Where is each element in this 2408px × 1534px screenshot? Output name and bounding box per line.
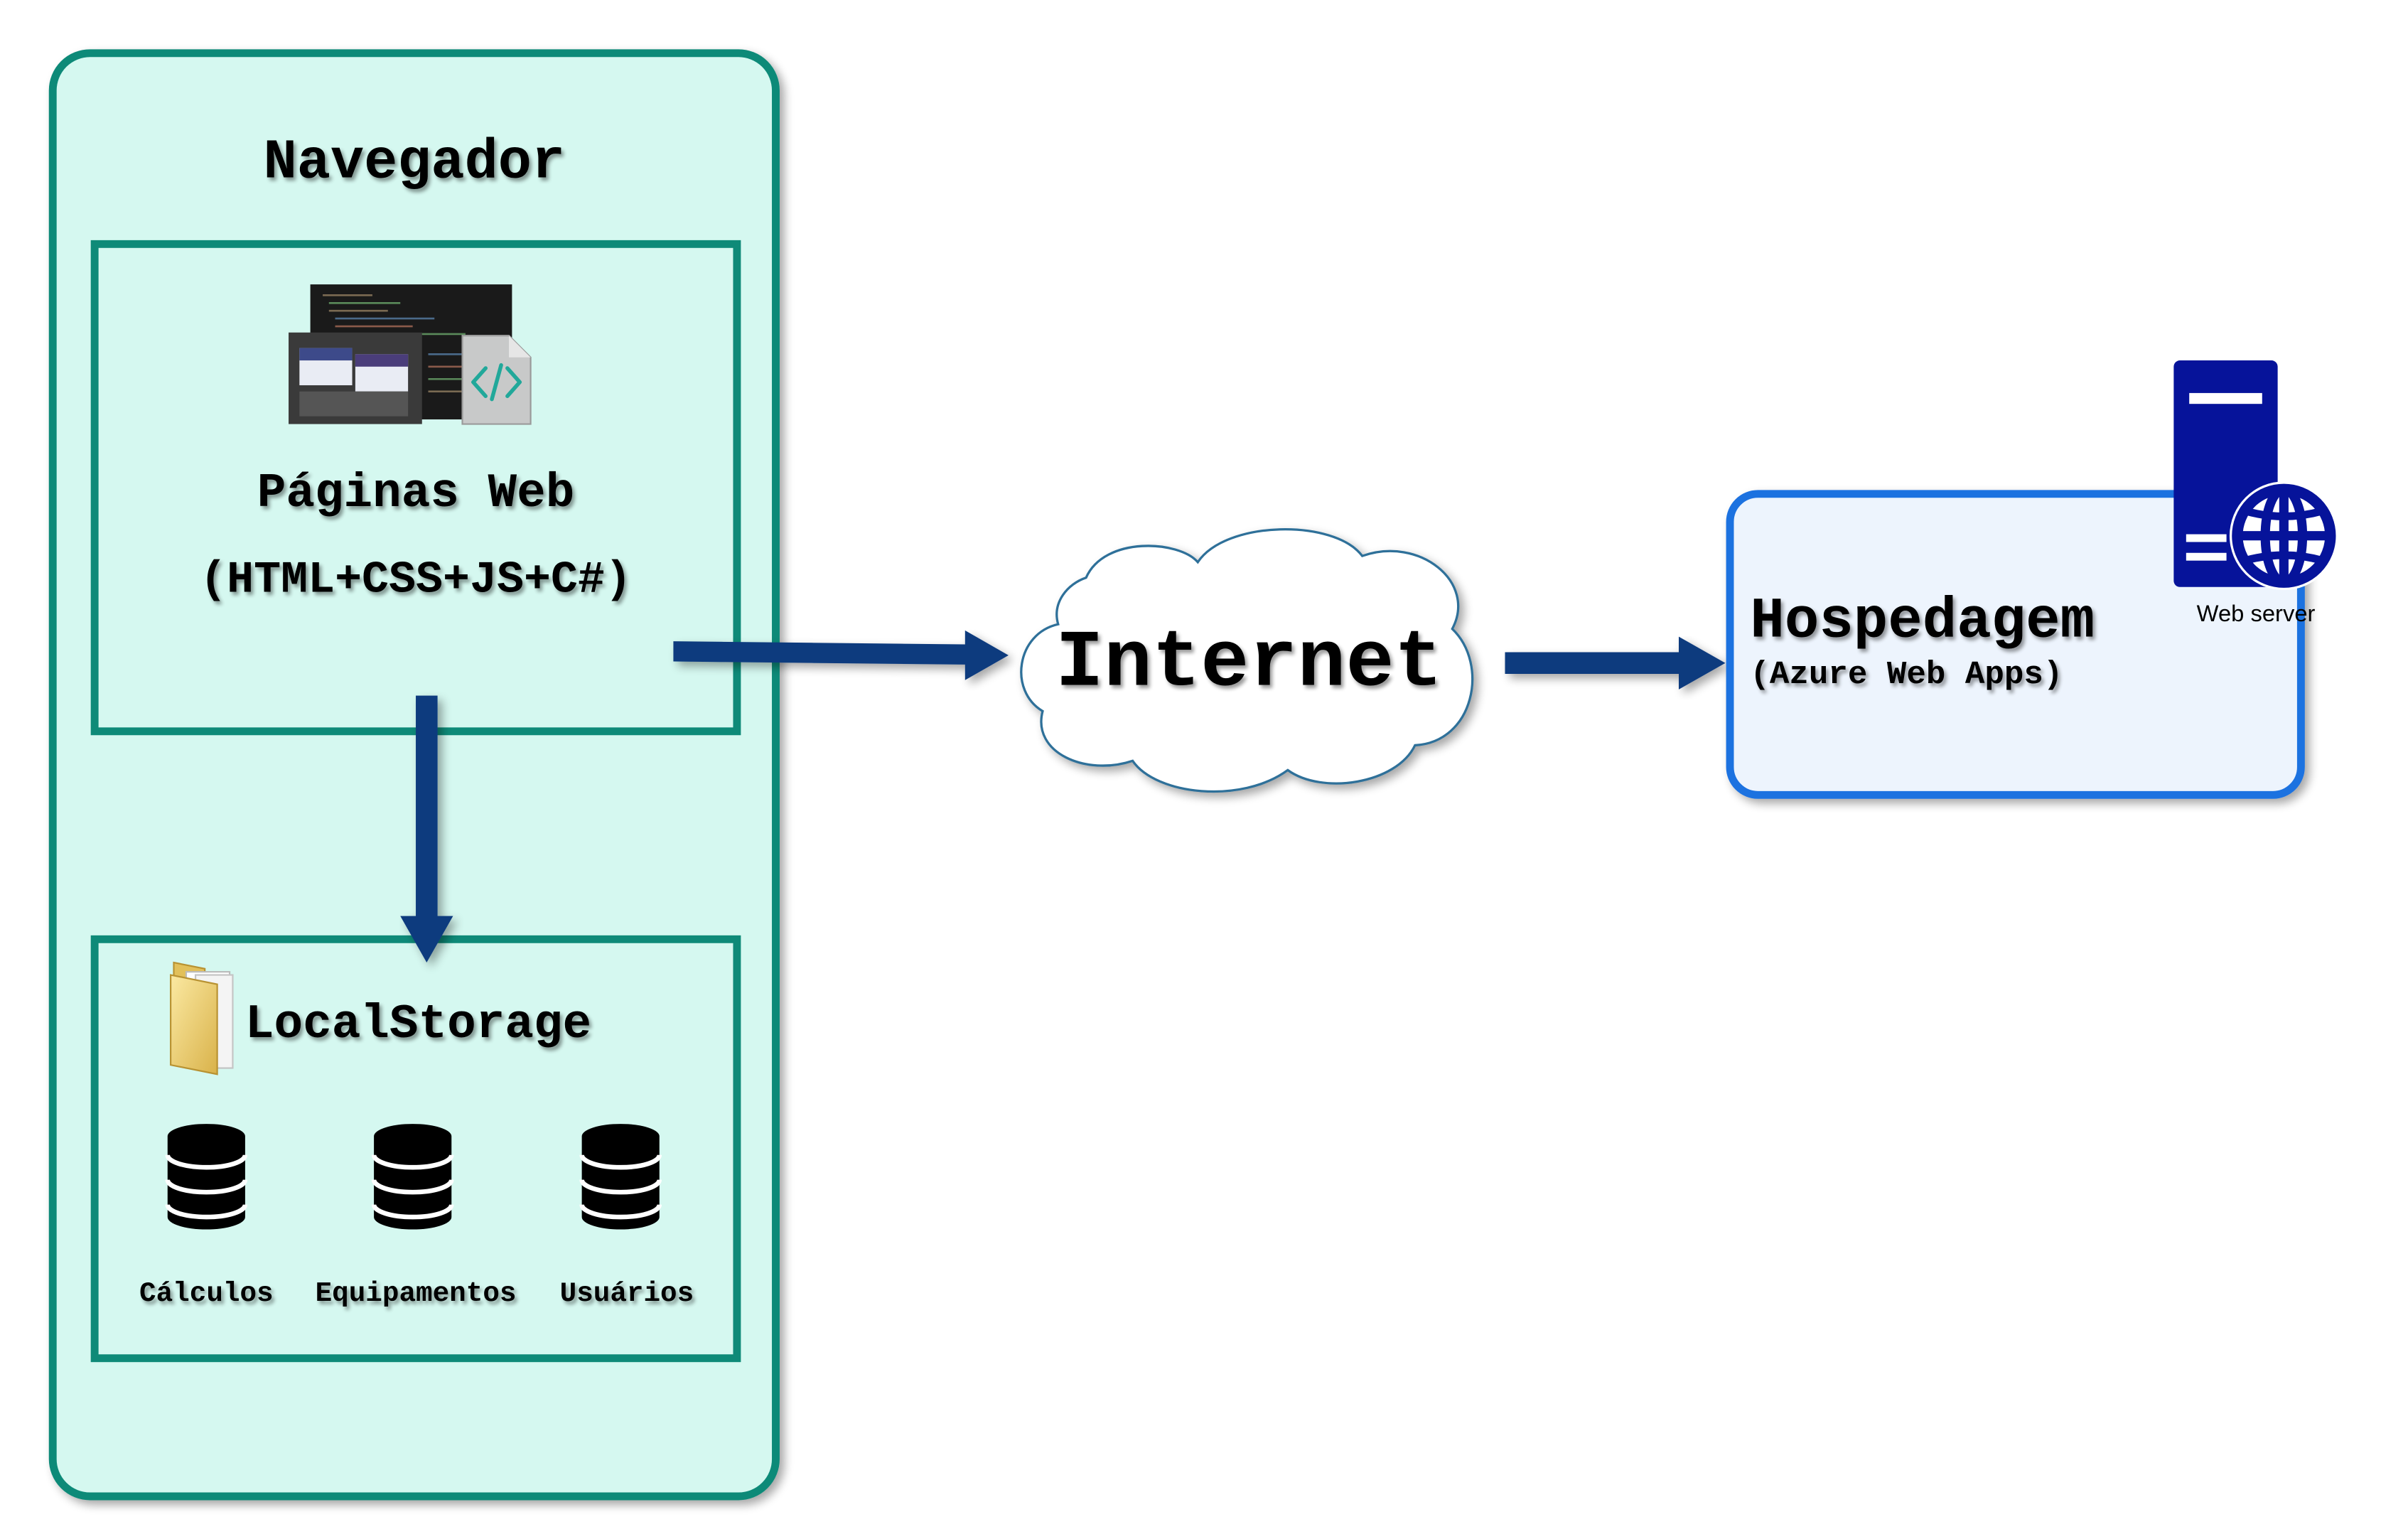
web-server-icon: [2173, 360, 2338, 591]
hosting-title: Hospedagem: [1750, 590, 2095, 655]
database-icon: [371, 1124, 454, 1230]
internet-label: Internet: [1055, 618, 1443, 709]
folder-icon: [170, 961, 234, 1076]
browser-title: Navegador: [264, 131, 565, 194]
web-pages-title: Páginas Web: [257, 467, 575, 521]
database-label: Equipamentos: [316, 1277, 517, 1309]
hosting-subtitle: (Azure Web Apps): [1750, 656, 2063, 693]
database-icon: [165, 1124, 248, 1230]
hosting-box: Hospedagem (Azure Web Apps) Web server: [1726, 360, 2338, 799]
arrow-internet-to-hosting: [1505, 636, 1726, 690]
internet-cloud: Internet: [1020, 528, 1474, 793]
web-server-label: Web server: [2197, 600, 2316, 626]
database-calculos: Cálculos: [139, 1124, 274, 1309]
database-label: Cálculos: [139, 1277, 274, 1309]
globe-icon: [2229, 481, 2338, 591]
web-pages-icon: [289, 284, 532, 425]
arrow-webpages-to-localstorage: [400, 695, 453, 963]
local-storage-box: LocalStorage Cálculos Equipamentos: [90, 935, 741, 1363]
arrow-webpages-to-internet: [673, 630, 1009, 680]
web-pages-box: Páginas Web (HTML+CSS+JS+C#): [90, 240, 741, 736]
web-pages-subtitle: (HTML+CSS+JS+C#): [200, 554, 632, 606]
database-label: Usuários: [560, 1277, 694, 1309]
database-icon: [579, 1124, 662, 1230]
database-equipamentos: Equipamentos: [316, 1124, 517, 1309]
local-storage-title: LocalStorage: [245, 998, 591, 1052]
database-usuarios: Usuários: [560, 1124, 694, 1309]
